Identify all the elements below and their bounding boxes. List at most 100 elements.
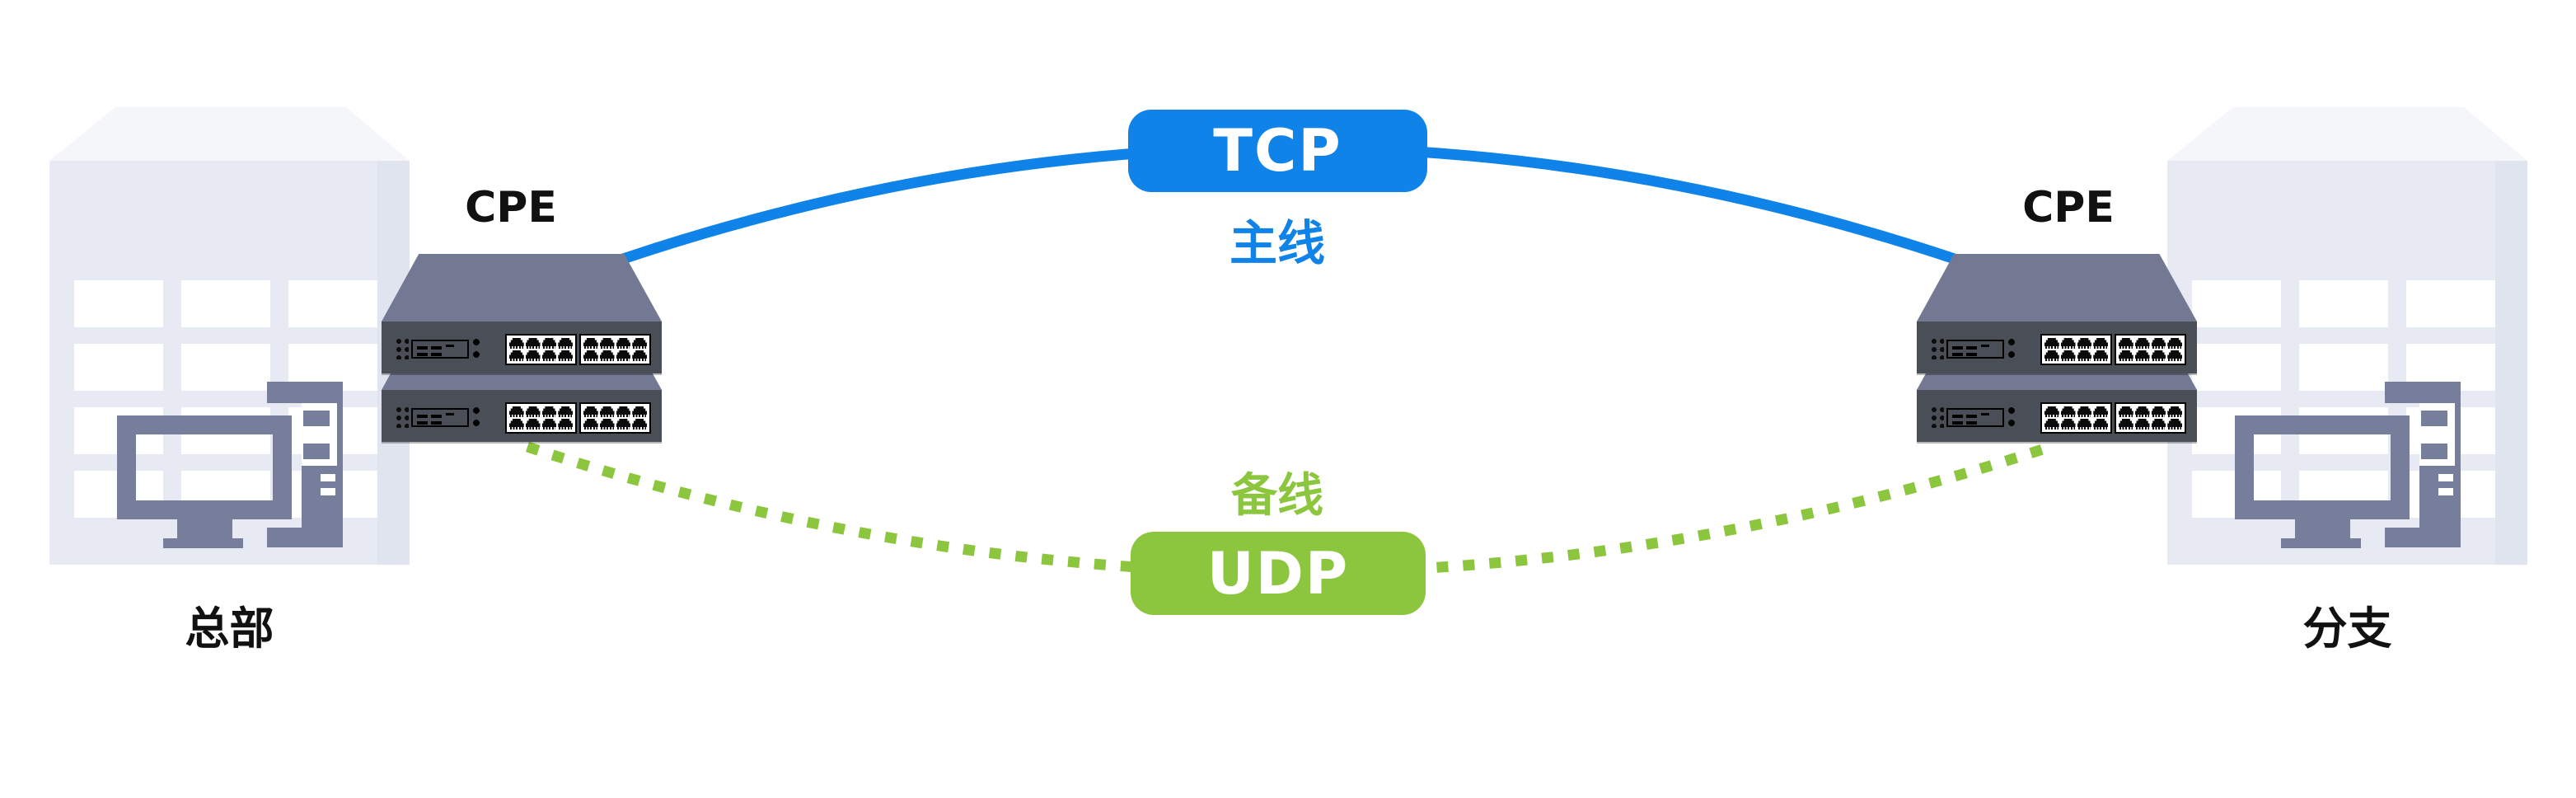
rj45-port-icon bbox=[2167, 419, 2182, 430]
branch-site-label: 分支 bbox=[2302, 603, 2392, 655]
rj45-port-icon bbox=[2119, 406, 2133, 417]
udp-badge: UDP bbox=[1131, 532, 1426, 615]
computer-tower-foot bbox=[267, 528, 343, 547]
rj45-port-icon bbox=[2152, 406, 2166, 417]
rj45-port-icon bbox=[558, 338, 573, 349]
computer-tower-panel bbox=[2419, 403, 2455, 466]
rj45-port-icon bbox=[2119, 350, 2133, 361]
rj45-port-icon bbox=[600, 350, 615, 361]
rj45-port-icon bbox=[2135, 406, 2150, 417]
vent-dots-icon bbox=[395, 337, 409, 359]
rj45-port-icon bbox=[542, 406, 557, 417]
rj45-port-icon bbox=[2061, 419, 2076, 430]
backup-line-label: 备线 bbox=[1231, 469, 1323, 523]
port-block bbox=[505, 334, 577, 365]
switch-front-face bbox=[1917, 390, 2197, 442]
rj45-port-icon bbox=[632, 338, 647, 349]
rj45-port-icon bbox=[2167, 406, 2182, 417]
building-sidewall bbox=[2495, 161, 2527, 565]
port-block bbox=[2040, 402, 2112, 434]
rj45-port-icon bbox=[2152, 350, 2166, 361]
rj45-port-icon bbox=[2093, 419, 2108, 430]
hq-cpe-switch-stack bbox=[382, 254, 662, 442]
port-block bbox=[2115, 402, 2186, 434]
building-window bbox=[2192, 344, 2281, 391]
rj45-port-icon bbox=[2152, 419, 2166, 430]
rj45-port-icon bbox=[2061, 406, 2076, 417]
building-window bbox=[181, 280, 270, 327]
port-block bbox=[2115, 334, 2186, 365]
switch-front-face bbox=[382, 322, 662, 373]
monitor-base bbox=[163, 538, 243, 548]
rj45-port-icon bbox=[583, 350, 598, 361]
rj45-port-icon bbox=[2044, 338, 2059, 349]
network-switch-icon bbox=[1917, 254, 2197, 373]
vent-dots-icon bbox=[1930, 337, 1944, 359]
port-block bbox=[579, 334, 651, 365]
led-indicators-icon bbox=[2008, 339, 2016, 359]
rj45-port-icon bbox=[2093, 350, 2108, 361]
switch-display bbox=[1946, 408, 2004, 427]
tcp-badge-label: TCP bbox=[1213, 117, 1342, 185]
computer-tower-top bbox=[2385, 382, 2461, 403]
building-window bbox=[2299, 344, 2388, 391]
building-window bbox=[74, 344, 163, 391]
building-roof bbox=[2167, 107, 2527, 161]
rj45-port-icon bbox=[616, 406, 631, 417]
computer-tower-rail bbox=[337, 382, 343, 547]
rj45-port-icon bbox=[600, 419, 615, 430]
rj45-port-icon bbox=[2093, 338, 2108, 349]
switch-display bbox=[1946, 340, 2004, 359]
rj45-port-icon bbox=[542, 350, 557, 361]
rj45-port-icon bbox=[600, 406, 615, 417]
rj45-port-icon bbox=[632, 350, 647, 361]
computer-tower-foot bbox=[2385, 528, 2461, 547]
building-window bbox=[2406, 280, 2495, 327]
rj45-port-icon bbox=[2077, 338, 2092, 349]
rj45-port-icon bbox=[558, 350, 573, 361]
rj45-port-icon bbox=[509, 406, 524, 417]
rj45-port-icon bbox=[632, 419, 647, 430]
led-indicators-icon bbox=[473, 339, 480, 359]
network-switch-icon bbox=[382, 254, 662, 373]
rj45-port-icon bbox=[558, 419, 573, 430]
rj45-port-icon bbox=[616, 350, 631, 361]
port-block bbox=[2040, 334, 2112, 365]
rj45-port-icon bbox=[2061, 350, 2076, 361]
building-window bbox=[2299, 280, 2388, 327]
rj45-port-icon bbox=[542, 338, 557, 349]
rj45-port-icon bbox=[509, 338, 524, 349]
computer-tower-top bbox=[267, 382, 343, 403]
building-window bbox=[74, 280, 163, 327]
tcp-badge: TCP bbox=[1128, 110, 1427, 192]
led-indicators-icon bbox=[473, 407, 480, 428]
rj45-port-icon bbox=[2093, 406, 2108, 417]
computer-monitor-icon bbox=[2235, 415, 2410, 519]
rj45-port-icon bbox=[2077, 350, 2092, 361]
rj45-port-icon bbox=[526, 419, 541, 430]
switch-front-face bbox=[1917, 322, 2197, 373]
led-indicators-icon bbox=[2008, 407, 2016, 428]
computer-monitor-icon bbox=[117, 415, 292, 519]
rj45-port-icon bbox=[558, 406, 573, 417]
rj45-port-icon bbox=[2044, 406, 2059, 417]
rj45-port-icon bbox=[542, 419, 557, 430]
rj45-port-icon bbox=[2044, 350, 2059, 361]
computer-tower-body bbox=[302, 466, 343, 528]
monitor-stand bbox=[177, 519, 232, 538]
rj45-port-icon bbox=[2077, 419, 2092, 430]
rj45-port-icon bbox=[583, 406, 598, 417]
switch-top-face bbox=[382, 254, 662, 322]
building-window bbox=[288, 280, 377, 327]
computer-tower-panel bbox=[302, 403, 337, 466]
vent-dots-icon bbox=[395, 406, 409, 428]
rj45-port-icon bbox=[526, 338, 541, 349]
rj45-port-icon bbox=[2119, 419, 2133, 430]
switch-top-face bbox=[1917, 254, 2197, 322]
rj45-port-icon bbox=[526, 406, 541, 417]
rj45-port-icon bbox=[2167, 350, 2182, 361]
rj45-port-icon bbox=[583, 419, 598, 430]
rj45-port-icon bbox=[2152, 338, 2166, 349]
hq-site-label: 总部 bbox=[185, 603, 274, 655]
switch-front-face bbox=[382, 390, 662, 442]
